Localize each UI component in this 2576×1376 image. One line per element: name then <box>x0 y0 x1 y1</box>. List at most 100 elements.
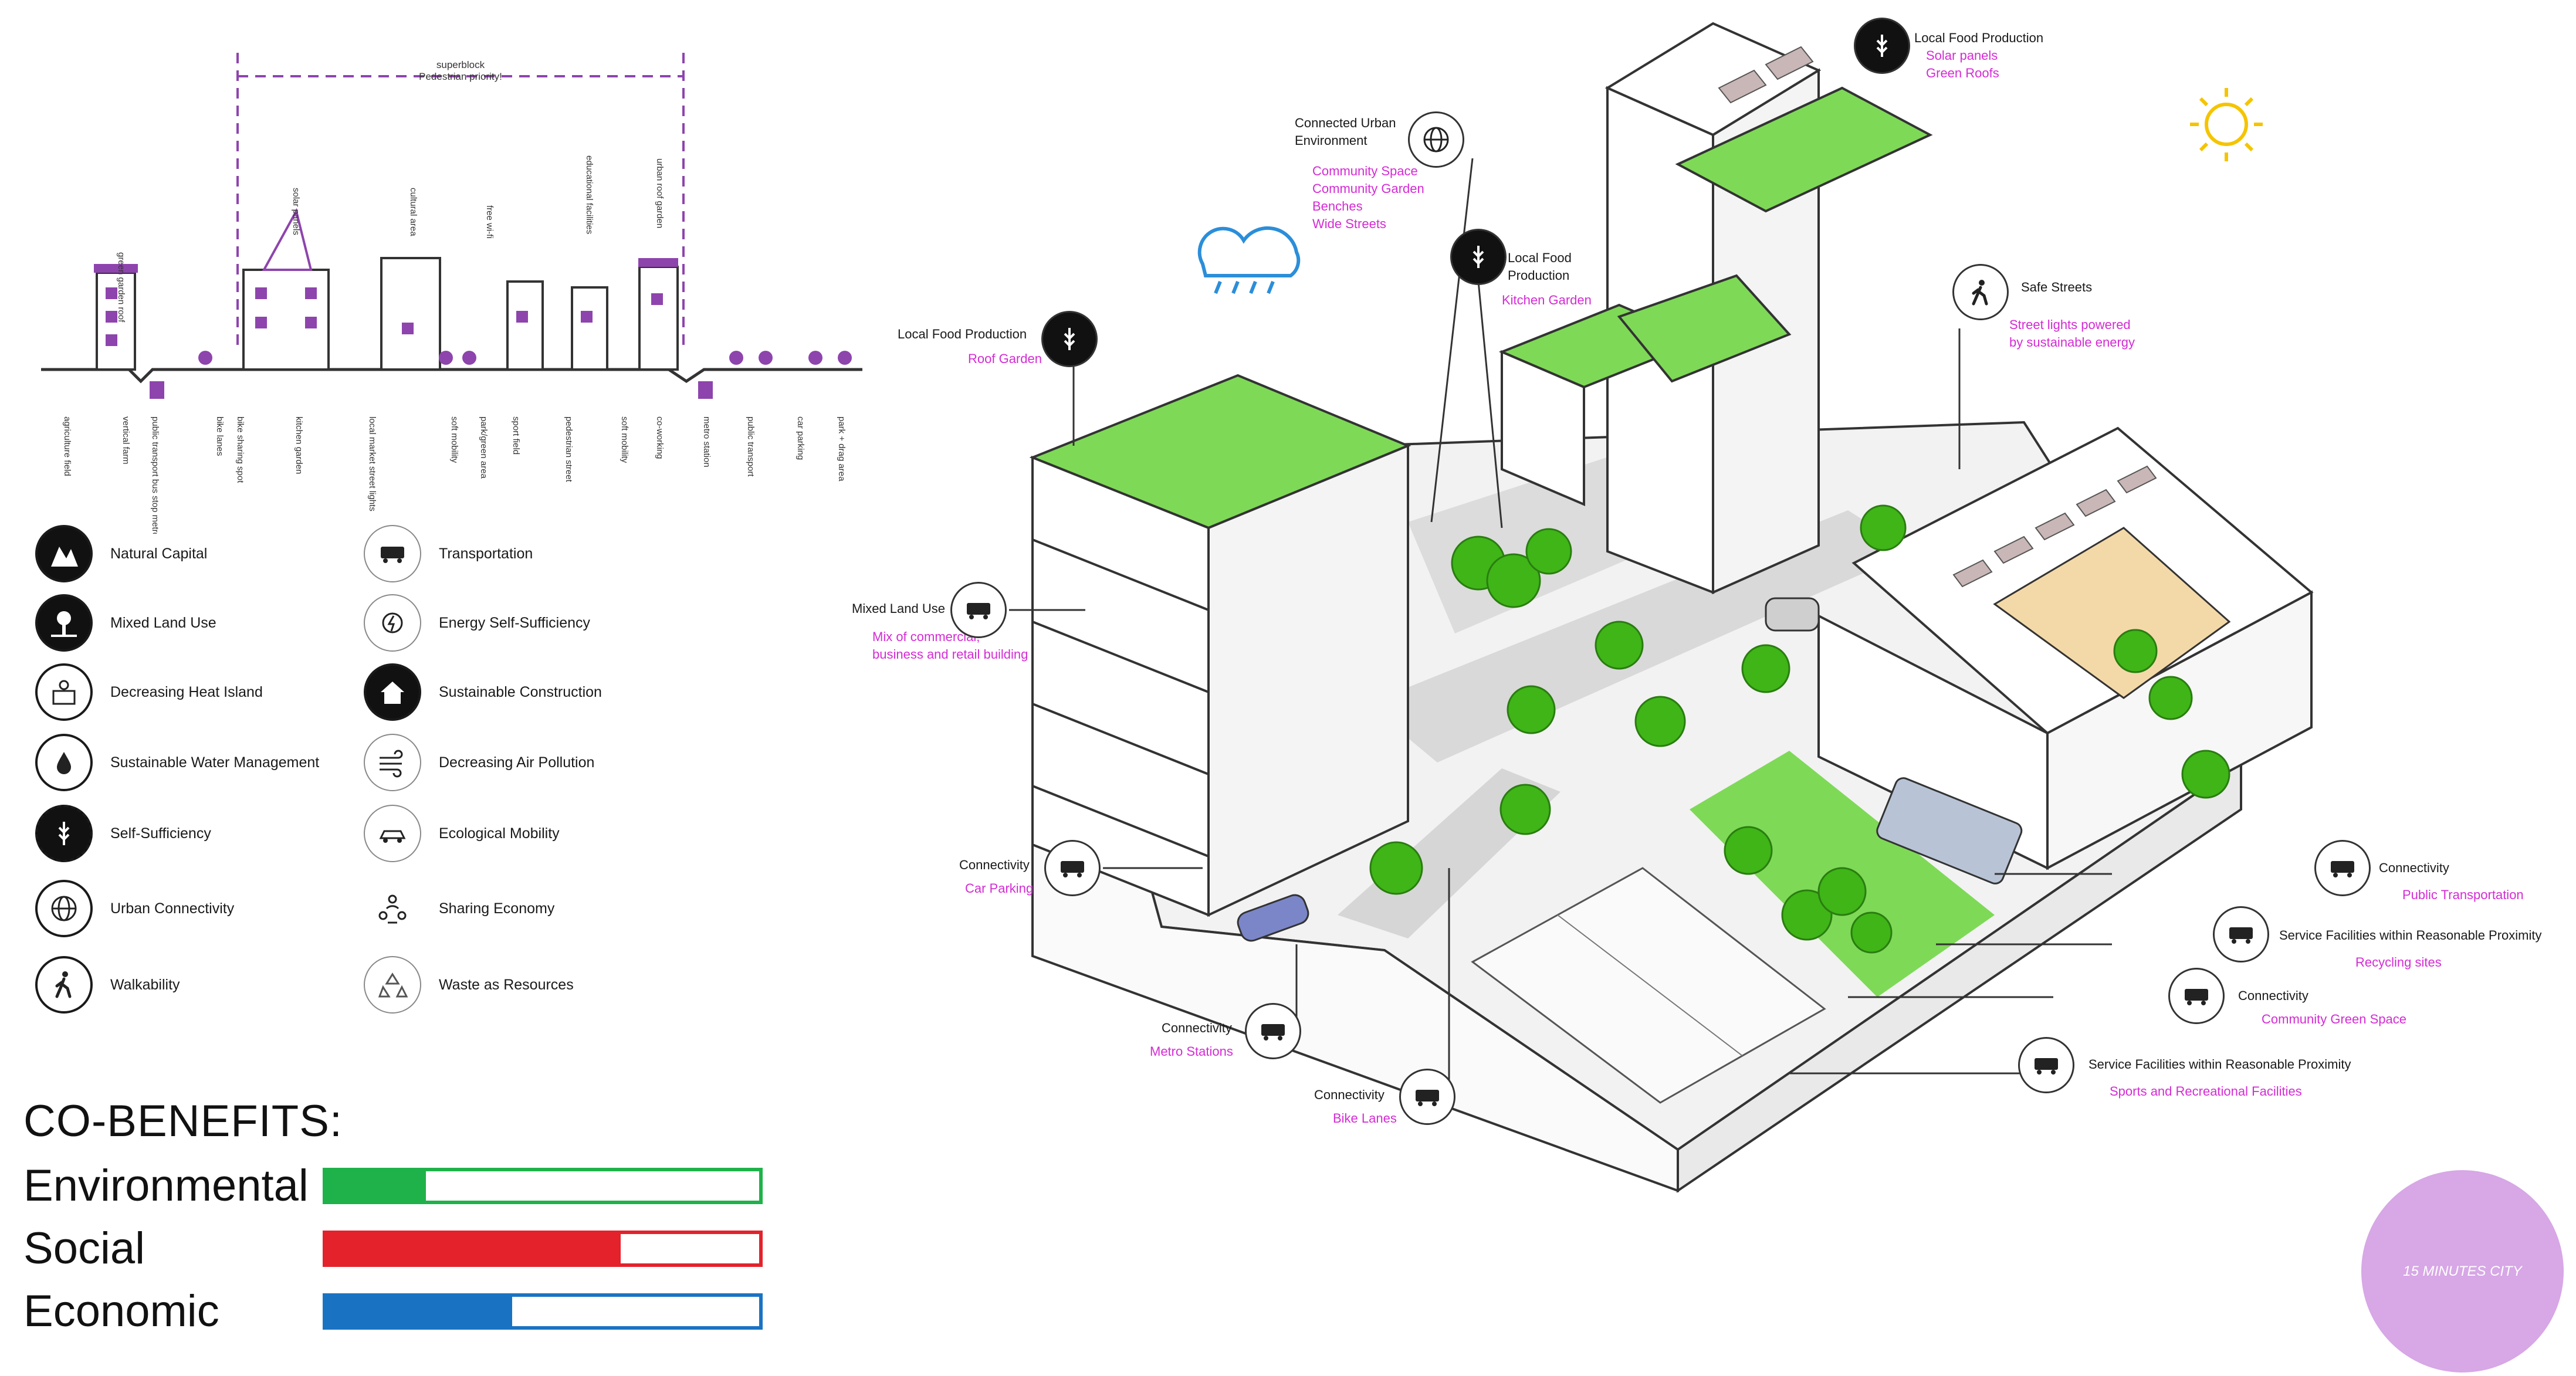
rain-cloud-icon <box>1197 226 1301 294</box>
section-top-label: urban roof garden <box>655 158 665 228</box>
fifteen-minutes-city-badge: 15 MINUTES CITY <box>2361 1170 2564 1372</box>
legend-label: Transportation <box>439 545 533 562</box>
annotation-connected-urban: Connected Urban Environment Community Sp… <box>1295 116 1424 231</box>
legend-item: Sustainable Water Management <box>35 734 319 791</box>
transportation-icon <box>950 582 1007 638</box>
green-roof <box>1617 274 1792 383</box>
legend-item: Transportation <box>364 525 533 582</box>
transportation-icon <box>2213 906 2269 962</box>
solar-panel <box>1765 46 1814 80</box>
legend-label: Ecological Mobility <box>439 825 560 842</box>
legend-label: Sustainable Construction <box>439 683 602 700</box>
annotation-car-parking: Connectivity Car Parking <box>959 858 1034 896</box>
legend-label: Decreasing Heat Island <box>110 683 263 700</box>
annotation-safe-streets: Safe Streets Street lights powered by su… <box>2009 280 2135 350</box>
annotation-local-food-kitchen: Local Food Production Kitchen Garden <box>1502 250 1592 307</box>
transportation-icon <box>2168 968 2225 1024</box>
co-benefits-title: CO-BENEFITS: <box>23 1096 343 1146</box>
air-pollution-icon <box>364 734 421 791</box>
legend-label: Sustainable Water Management <box>110 754 320 771</box>
section-bottom-label: sport field <box>511 416 521 455</box>
section-bottom-label: soft mobility <box>620 416 629 463</box>
self-sufficiency-icon <box>1450 229 1507 285</box>
urban-connectivity-icon <box>1408 111 1464 168</box>
walkability-icon <box>35 956 93 1014</box>
transportation-icon <box>1044 840 1101 896</box>
tree <box>1850 911 1893 954</box>
tree <box>2181 750 2230 799</box>
tree <box>1525 528 1572 575</box>
section-bottom-label: park + drag area <box>837 416 847 482</box>
section-bottom-label: public transport <box>746 416 756 477</box>
section-bottom-label: vertical farm <box>121 416 131 465</box>
solar-panel <box>1952 559 1993 588</box>
section-bottom-label: soft mobility <box>449 416 459 463</box>
bus <box>1876 777 2023 884</box>
solar-panel <box>2117 465 2157 494</box>
energy-icon <box>364 594 421 652</box>
section-bottom-label: agriculture field <box>62 416 72 476</box>
tree <box>1499 784 1551 835</box>
legend-item: Walkability <box>35 956 180 1014</box>
legend-label: Waste as Resources <box>439 976 574 993</box>
transportation-icon <box>1399 1069 1455 1125</box>
legend-item: Urban Connectivity <box>35 880 234 937</box>
tree <box>1781 889 1833 941</box>
annotation-local-food-top: Local Food Production Solar panels Green… <box>1914 30 2044 80</box>
co-benefit-row-environmental: Environmental <box>23 1160 763 1211</box>
annotation-bike-lanes: Connectivity Bike Lanes <box>1314 1087 1397 1126</box>
section-bottom-label: kitchen garden <box>294 416 304 474</box>
water-management-icon <box>35 734 93 791</box>
urban-section-diagram: superblock Pedestrian priority! green ga… <box>41 53 862 534</box>
annotation-green-space: Connectivity Community Green Space <box>2238 988 2406 1026</box>
legend-item: Sharing Economy <box>364 880 554 937</box>
axonometric-city-illustration <box>1009 22 2314 1193</box>
section-bottom-label: co-working <box>655 416 665 459</box>
sharing-economy-icon <box>364 880 421 937</box>
transportation-icon <box>364 525 421 582</box>
annotation-public-transport: Connectivity Public Transportation <box>2379 860 2524 902</box>
legend-label: Sharing Economy <box>439 900 555 917</box>
transportation-icon <box>2314 840 2371 896</box>
transportation-icon <box>2018 1037 2074 1093</box>
waste-icon <box>364 956 421 1014</box>
sports-court <box>1471 867 1826 1104</box>
tree <box>1595 621 1644 670</box>
tree <box>1860 504 1907 551</box>
courtyard-building-side <box>2046 590 2313 870</box>
section-top-label: educational facilities <box>584 155 594 234</box>
legend-label: Energy Self-Sufficiency <box>439 614 590 631</box>
solar-panel <box>2076 489 2116 517</box>
legend-label: Mixed Land Use <box>110 614 216 631</box>
heat-island-icon <box>35 663 93 721</box>
co-benefit-label: Economic <box>23 1286 219 1336</box>
legend-item: Sustainable Construction <box>364 663 602 721</box>
tree <box>1634 696 1686 747</box>
section-bottom-label: bike sharing spot <box>235 416 245 483</box>
tree <box>1741 644 1790 693</box>
natural-capital-icon <box>35 525 93 582</box>
section-bottom-label: bike lanes <box>215 416 225 456</box>
self-sufficiency-icon <box>35 805 93 862</box>
car <box>1765 597 1820 632</box>
green-roof <box>1675 86 1933 213</box>
co-benefit-bar <box>323 1293 763 1330</box>
co-benefit-bar <box>323 1167 763 1204</box>
courtyard <box>1993 527 2231 699</box>
legend-item: Mixed Land Use <box>35 594 216 652</box>
solar-panel <box>2035 512 2075 541</box>
legend-item: Decreasing Heat Island <box>35 663 263 721</box>
legend-label: Natural Capital <box>110 545 208 562</box>
superblock-sub: Pedestrian priority! <box>419 71 502 82</box>
self-sufficiency-icon <box>1041 311 1098 367</box>
co-benefit-row-social: Social <box>23 1223 763 1274</box>
annotation-sports: Service Facilities within Reasonable Pro… <box>2088 1057 2351 1099</box>
mixed-land-use-icon <box>35 594 93 652</box>
legend-item: Waste as Resources <box>364 956 574 1014</box>
tree <box>1486 553 1541 608</box>
section-top-label: free wi-fi <box>485 205 495 239</box>
metro-train <box>1237 894 1309 942</box>
mixed-use-building-side <box>1207 444 1409 917</box>
solar-panel <box>1718 69 1767 104</box>
annotation-metro: Connectivity Metro Stations <box>1150 1021 1233 1059</box>
